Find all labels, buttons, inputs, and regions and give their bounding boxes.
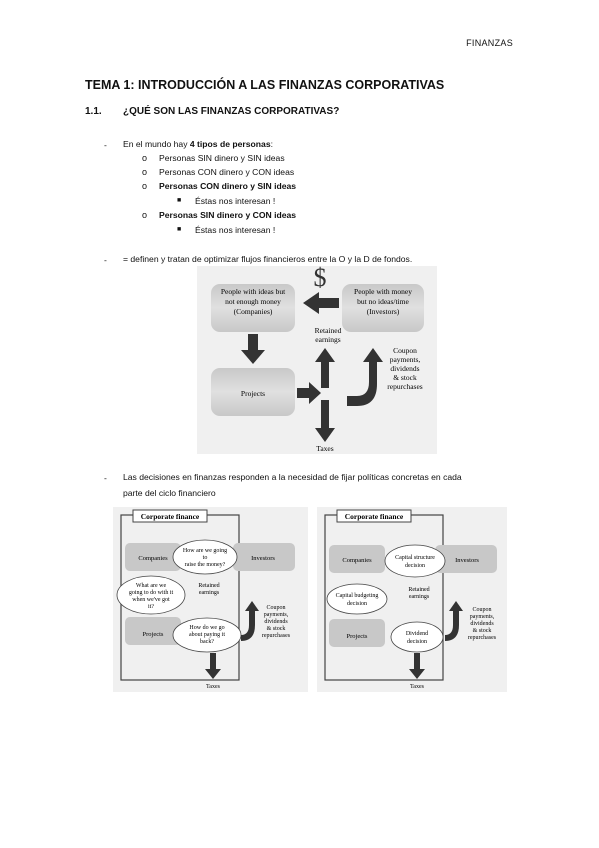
figure-title: Corporate finance — [345, 512, 404, 521]
companies-line: People with ideas but — [221, 287, 286, 296]
decision-line: decision — [347, 601, 367, 607]
question-line: What are we — [136, 583, 167, 589]
bullet-suffix: : — [270, 139, 273, 149]
bullet-text: parte del ciclo financiero — [123, 488, 216, 498]
circle-bullet: o — [142, 167, 148, 177]
retained-label: earnings — [315, 335, 340, 344]
section-number: 1.1. — [85, 106, 102, 117]
arrow-left-icon — [303, 292, 339, 314]
coupon-label: payments, — [390, 355, 421, 364]
bullet-prefix: En el mundo hay — [123, 139, 190, 149]
decision-line: Dividend — [406, 631, 428, 637]
retained-label: Retained — [198, 583, 219, 589]
coupon-label: repurchases — [262, 633, 291, 639]
question-line: How do we go — [189, 625, 224, 631]
projects-label: Projects — [241, 389, 265, 398]
taxes-label: Taxes — [206, 684, 221, 690]
circle-bullet: o — [142, 210, 148, 220]
taxes-label: Taxes — [316, 444, 333, 453]
page-title: TEMA 1: INTRODUCCIÓN A LAS FINANZAS CORP… — [85, 78, 445, 92]
retained-label: Retained — [408, 587, 429, 593]
circle-bullet: o — [142, 181, 148, 191]
investors-line: (Investors) — [367, 307, 400, 316]
bullet-dash: - — [104, 255, 107, 265]
question-line: going to do with it — [129, 590, 174, 596]
arrow-right-icon — [297, 382, 321, 404]
question-line: to — [203, 555, 208, 561]
bullet-dash: - — [104, 140, 107, 150]
coupon-label: dividends — [470, 621, 494, 627]
investors-label: Investors — [251, 555, 275, 562]
retained-label: Retained — [315, 326, 342, 335]
corporate-finance-decisions-figure: Corporate finance Companies Investors Pr… — [317, 507, 507, 692]
coupon-label: repurchases — [468, 635, 497, 641]
curved-arrow-icon — [347, 348, 383, 406]
arrow-down-icon — [409, 653, 425, 679]
bullet-text: Las decisiones en finanzas responden a l… — [123, 472, 462, 482]
bullet-text: = definen y tratan de optimizar flujos f… — [123, 254, 413, 264]
coupon-label: payments, — [264, 612, 289, 618]
list-item: Personas CON dinero y CON ideas — [159, 167, 295, 177]
list-item: Personas SIN dinero y SIN ideas — [159, 153, 285, 163]
coupon-label: Coupon — [472, 607, 491, 613]
companies-label: Companies — [342, 557, 372, 564]
investors-line: People with money — [354, 287, 412, 296]
arrow-down-icon — [315, 400, 335, 442]
projects-label: Projects — [143, 631, 164, 638]
coupon-label: payments, — [470, 614, 495, 620]
sub-item: Éstas nos interesan ! — [195, 225, 276, 235]
bullet-bold: 4 tipos de personas — [189, 139, 271, 149]
arrow-down-icon — [205, 653, 221, 679]
financial-flow-figure: $ People with ideas but not enough money… — [197, 266, 437, 454]
companies-label: Companies — [138, 555, 168, 562]
section-title: ¿QUÉ SON LAS FINANZAS CORPORATIVAS? — [123, 106, 340, 117]
list-item: Personas SIN dinero y CON ideas — [159, 210, 297, 220]
coupon-label: & stock — [393, 373, 417, 382]
coupon-label: & stock — [267, 626, 286, 632]
question-line: when we've got — [132, 597, 170, 603]
circle-bullet: o — [142, 153, 148, 163]
question-line: about paying it — [189, 632, 225, 638]
curved-arrow-icon — [445, 601, 463, 641]
square-bullet: ■ — [177, 197, 182, 204]
bullet-text: En el mundo hay 4 tipos de personas: — [123, 139, 273, 150]
projects-label: Projects — [347, 633, 368, 640]
retained-label: earnings — [409, 594, 430, 600]
curved-arrow-icon — [241, 601, 259, 641]
taxes-label: Taxes — [410, 684, 425, 690]
coupon-label: repurchases — [387, 382, 422, 391]
question-line: How are we going — [183, 548, 227, 554]
coupon-label: & stock — [473, 628, 492, 634]
sub-item: Éstas nos interesan ! — [195, 196, 276, 206]
coupon-label: dividends — [264, 619, 288, 625]
decision-line: decision — [405, 563, 425, 569]
investors-box — [342, 284, 424, 332]
corporate-finance-questions-figure: Corporate finance Companies Investors Pr… — [113, 507, 308, 692]
decision-line: Capital budgeting — [336, 593, 379, 599]
question-line: back? — [200, 639, 214, 645]
coupon-label: Coupon — [266, 605, 285, 611]
question-line: it? — [148, 604, 154, 610]
dollar-icon: $ — [314, 266, 327, 292]
running-header: FINANZAS — [466, 38, 513, 48]
square-bullet: ■ — [177, 226, 182, 233]
decision-line: decision — [407, 639, 427, 645]
arrow-down-icon — [241, 334, 265, 364]
figure-title: Corporate finance — [141, 512, 200, 521]
arrow-up-icon — [315, 348, 335, 388]
companies-box — [211, 284, 295, 332]
coupon-label: Coupon — [393, 346, 417, 355]
companies-line: not enough money — [225, 297, 281, 306]
investors-label: Investors — [455, 557, 479, 564]
coupon-label: dividends — [390, 364, 419, 373]
projects-box — [211, 368, 295, 416]
list-item: Personas CON dinero y SIN ideas — [159, 181, 297, 191]
investors-line: but no ideas/time — [357, 297, 409, 306]
companies-line: (Companies) — [234, 307, 273, 316]
retained-label: earnings — [199, 590, 220, 596]
question-line: raise the money? — [185, 562, 226, 568]
bullet-dash: - — [104, 473, 107, 483]
decision-line: Capital structure — [395, 555, 435, 561]
